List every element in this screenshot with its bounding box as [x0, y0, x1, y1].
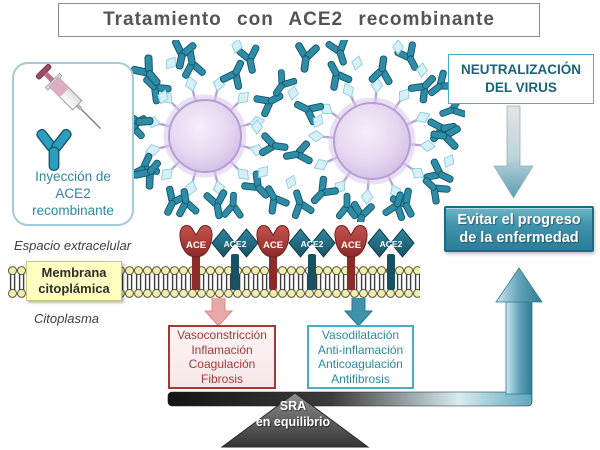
virus-antibody-scene [125, 40, 465, 222]
ace2-receptor: ACE2 [211, 228, 259, 290]
receptor-label: ACE2 [224, 239, 247, 249]
diagram-title: Tratamiento con ACE2 recombinante [103, 9, 495, 30]
antibody-icon [36, 128, 72, 171]
neutralization-arrow-icon [493, 105, 534, 199]
elbow-arrow-shaft [505, 297, 533, 395]
ace-receptor: ACE [334, 224, 368, 290]
outcome-box: Evitar el progreso de la enfermedad [444, 206, 594, 252]
membrane-label: Membrana citoplámica [26, 261, 122, 301]
ace-receptor: ACE [179, 224, 213, 290]
ace-effects-box: Vasoconstricción Inflamación Coagulación… [168, 325, 276, 389]
virus-body [168, 99, 242, 173]
spike-diamond-icon [415, 61, 429, 79]
receptor-label: ACE2 [301, 239, 324, 249]
injection-caption: Inyección de ACE2 recombinante [32, 169, 114, 218]
spike-diamond-icon [311, 155, 332, 174]
antibody-icon [366, 53, 398, 87]
ace2-receptor: ACE2 [288, 228, 336, 290]
receptor-label: ACE [263, 240, 283, 251]
receptor-label: ACE [186, 240, 206, 251]
ace2-signal-arrow-icon [343, 296, 374, 327]
receptor-label: ACE2 [380, 239, 403, 249]
antibody-icon [256, 179, 293, 218]
balance-caption: SRA en equilibrio [255, 399, 331, 429]
elbow-arrow-head-icon [495, 267, 543, 303]
neutralization-box: NEUTRALIZACIÓN DEL VIRUS [448, 54, 594, 104]
virus-particle [280, 53, 460, 222]
spike-diamond-icon [285, 84, 301, 102]
virus-body [333, 102, 411, 180]
ace-signal-arrow-icon [203, 296, 234, 327]
title-box: Tratamiento con ACE2 recombinante [58, 3, 540, 37]
cytoplasm-label: Citoplasma [34, 311, 100, 326]
antibody-icon [290, 40, 322, 75]
spike-diamond-icon [307, 129, 325, 143]
syringe-icon [35, 64, 102, 171]
spike-diamond-icon [440, 151, 458, 171]
spike-diamond-icon [282, 172, 300, 192]
spike-diamond-icon [360, 188, 374, 206]
ace2-receptor: ACE2 [367, 228, 415, 290]
spike-diamond-icon [339, 80, 358, 101]
spike-diamond-icon [349, 54, 365, 72]
injection-panel: Inyección de ACE2 recombinante [12, 62, 134, 226]
virus-particle [125, 46, 291, 222]
ace2-effects-box: Vasodilatación Anti-inflamación Anticoag… [307, 325, 414, 389]
receptor-label: ACE [341, 240, 361, 251]
ace-receptor: ACE [256, 224, 290, 290]
antibody-icon [280, 138, 315, 170]
extracellular-label: Espacio extracelular [14, 238, 132, 253]
